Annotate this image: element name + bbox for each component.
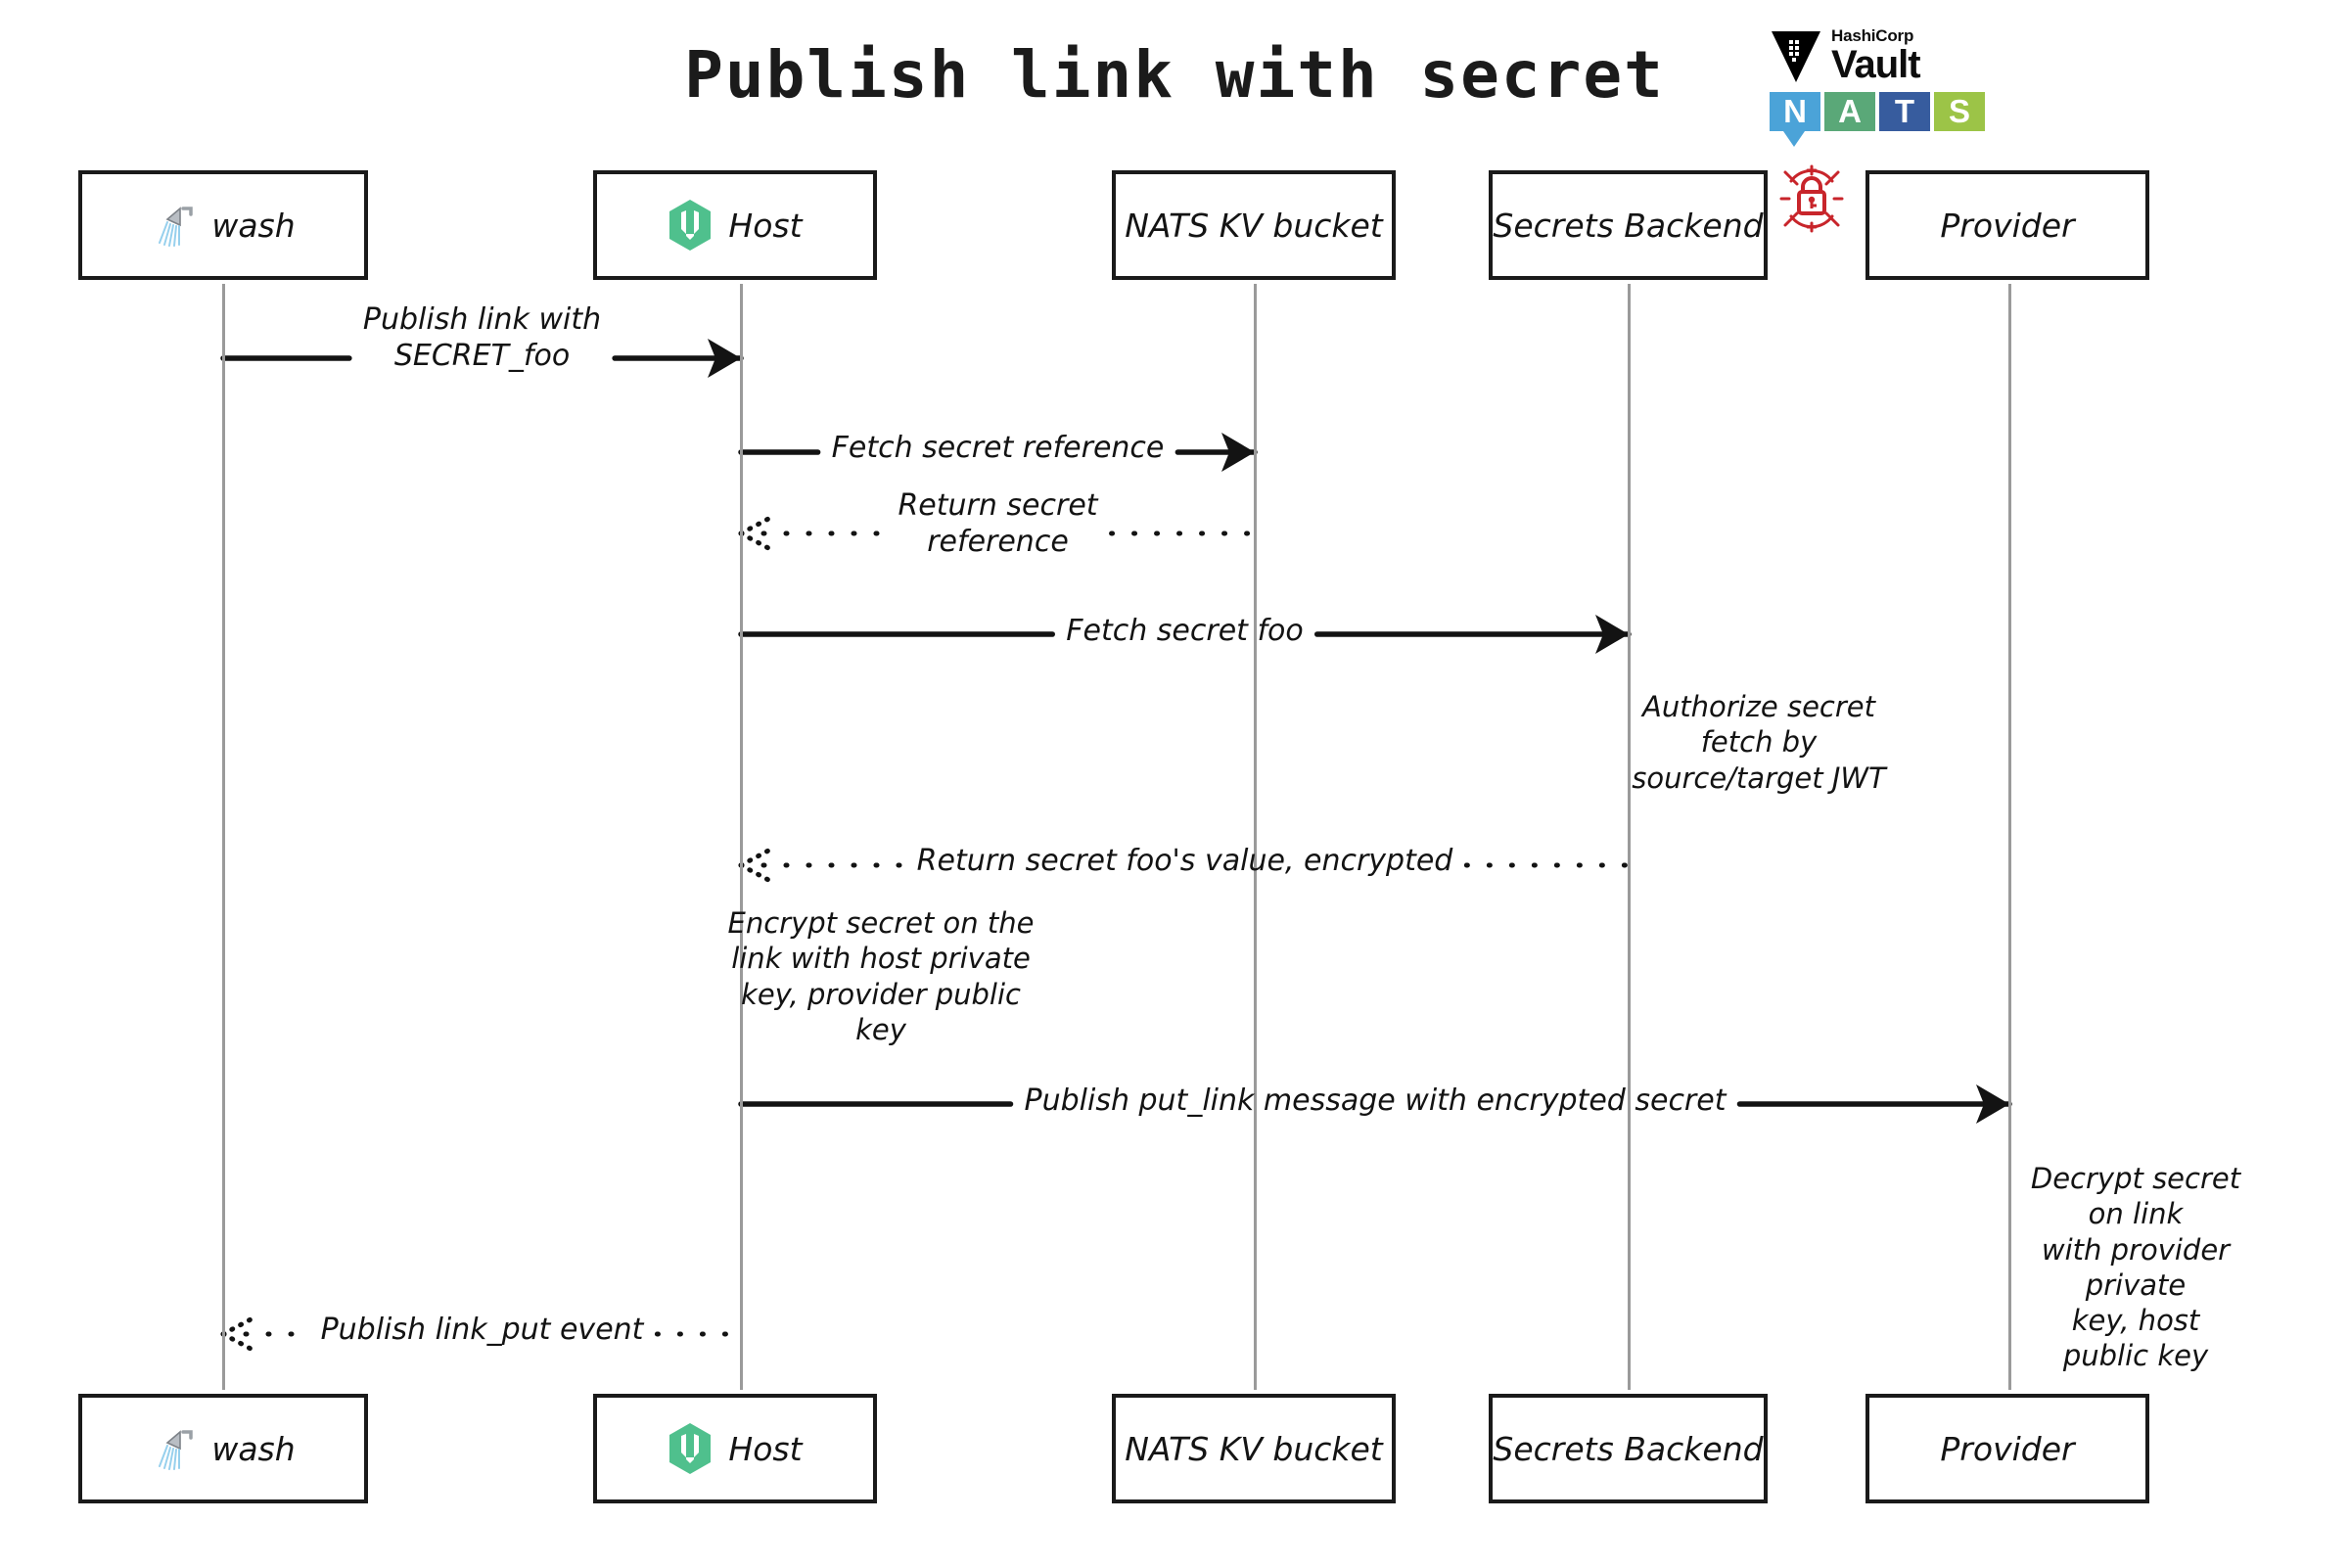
- participant-label-provider: Provider: [1940, 206, 2075, 245]
- nats-letter-a: A: [1824, 92, 1875, 131]
- message-label-publish-link-secret: Publish link with SECRET_foo: [362, 302, 602, 373]
- wasmcloud-hexagon-icon: [669, 1423, 712, 1474]
- participant-box-provider-top[interactable]: Provider: [1865, 170, 2149, 280]
- message-arrow-fetch-secret-reference: [738, 433, 1258, 472]
- message-label-publish-put-link: Publish put_link message with encrypted …: [1024, 1084, 1727, 1118]
- message-arrow-return-secret-value: [738, 847, 1632, 884]
- participant-label-wash: wash: [211, 206, 296, 245]
- page-title-text: Publish link with secret: [684, 37, 1665, 113]
- message-arrow-return-secret-reference: [738, 515, 1258, 552]
- lifeline-provider: [2008, 284, 2011, 1390]
- message-label-return-secret-reference: Return secret reference: [898, 488, 1098, 559]
- lifeline-secrets: [1628, 284, 1631, 1390]
- nats-logo-icon: N A T S: [1770, 92, 1985, 147]
- participant-label-provider: Provider: [1940, 1429, 2075, 1468]
- participant-box-wash-bottom[interactable]: wash: [78, 1394, 368, 1503]
- message-label-fetch-secret-foo: Fetch secret foo: [1066, 614, 1304, 648]
- message-label-fetch-secret-reference: Fetch secret reference: [831, 431, 1165, 465]
- participant-label-secrets: Secrets Backend: [1493, 1429, 1764, 1468]
- participant-label-natskv: NATS KV bucket: [1125, 1429, 1383, 1468]
- message-arrow-fetch-secret-foo: [738, 615, 1632, 654]
- participant-box-secrets-bottom[interactable]: Secrets Backend: [1489, 1394, 1768, 1503]
- message-arrow-publish-put-link: [738, 1084, 2012, 1124]
- participant-label-wash: wash: [211, 1429, 296, 1468]
- vault-wordmark: HashiCorp Vault: [1831, 26, 1921, 86]
- participant-label-host: Host: [728, 1429, 803, 1468]
- vault-mark-svg: [1772, 31, 1820, 82]
- participant-box-natskv-bottom[interactable]: NATS KV bucket: [1112, 1394, 1396, 1503]
- shower-icon: [159, 207, 194, 247]
- participant-box-host-bottom[interactable]: Host: [593, 1394, 877, 1503]
- wasmcloud-hexagon-icon: [669, 200, 712, 251]
- secure-lock-icon: [1779, 164, 1844, 233]
- vault-logo-icon: [1770, 27, 1822, 84]
- logo-cluster: HashiCorp Vault N A T S: [1770, 26, 2004, 147]
- secure-lock-svg: [1779, 164, 1844, 233]
- nats-letter-t: T: [1879, 92, 1930, 131]
- participant-label-secrets: Secrets Backend: [1493, 206, 1764, 245]
- nats-letter-n: N: [1770, 92, 1820, 147]
- participant-box-natskv-top[interactable]: NATS KV bucket: [1112, 170, 1396, 280]
- participant-box-host-top[interactable]: Host: [593, 170, 877, 280]
- page-title: Publish link with secret: [0, 37, 2349, 113]
- nats-letter-s: S: [1934, 92, 1985, 131]
- message-label-publish-link-put-event: Publish link_put event: [320, 1313, 644, 1347]
- participant-box-wash-top[interactable]: wash: [78, 170, 368, 280]
- participant-label-host: Host: [728, 206, 803, 245]
- encrypt-secret-note: Encrypt secret on the link with host pri…: [727, 906, 1035, 1046]
- participant-label-natskv: NATS KV bucket: [1125, 206, 1383, 245]
- message-arrow-publish-link-put-event: [220, 1315, 744, 1353]
- message-label-return-secret-value: Return secret foo's value, encrypted: [916, 844, 1453, 878]
- shower-icon: [159, 1430, 194, 1470]
- vault-product-label: Vault: [1831, 43, 1921, 86]
- vault-vendor-label: HashiCorp: [1831, 26, 1914, 45]
- message-arrow-publish-link-secret: [220, 339, 744, 378]
- nats-speech-tail: [1783, 131, 1805, 147]
- authorize-secret-note: Authorize secret fetch by source/target …: [1632, 690, 1886, 795]
- vault-logo: HashiCorp Vault: [1770, 26, 1921, 86]
- decrypt-secret-note: Decrypt secret on link with provider pri…: [2030, 1162, 2241, 1373]
- lifeline-wash: [222, 284, 225, 1390]
- lifeline-host: [740, 284, 743, 1390]
- lifeline-natskv: [1254, 284, 1257, 1390]
- participant-box-provider-bottom[interactable]: Provider: [1865, 1394, 2149, 1503]
- participant-box-secrets-top[interactable]: Secrets Backend: [1489, 170, 1768, 280]
